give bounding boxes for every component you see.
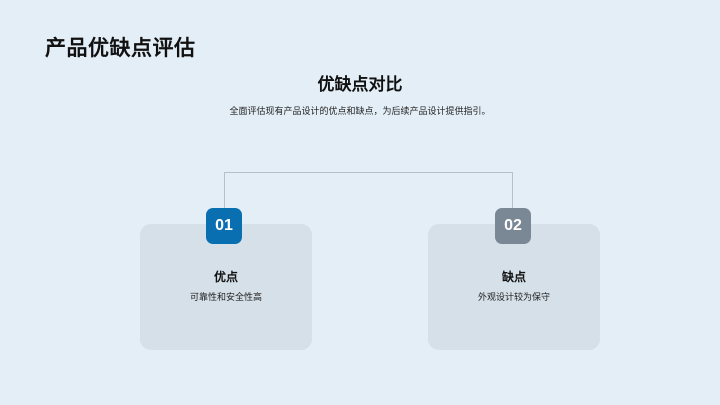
number-badge-01: 01 — [206, 208, 242, 244]
number-badge-02: 02 — [495, 208, 531, 244]
card-title: 优点 — [213, 270, 238, 284]
connector-line — [224, 172, 513, 208]
card-advantages: 优点 可靠性和安全性高 — [140, 224, 312, 350]
section-title: 优缺点对比 — [317, 75, 403, 95]
section-subtitle: 全面评估现有产品设计的优点和缺点，为后续产品设计提供指引。 — [229, 107, 491, 117]
card-description: 外观设计较为保守 — [477, 293, 550, 303]
page-title: 产品优缺点评估 — [45, 36, 196, 60]
card-disadvantages: 缺点 外观设计较为保守 — [428, 224, 600, 350]
card-title: 缺点 — [501, 270, 526, 284]
card-description: 可靠性和安全性高 — [189, 293, 262, 303]
